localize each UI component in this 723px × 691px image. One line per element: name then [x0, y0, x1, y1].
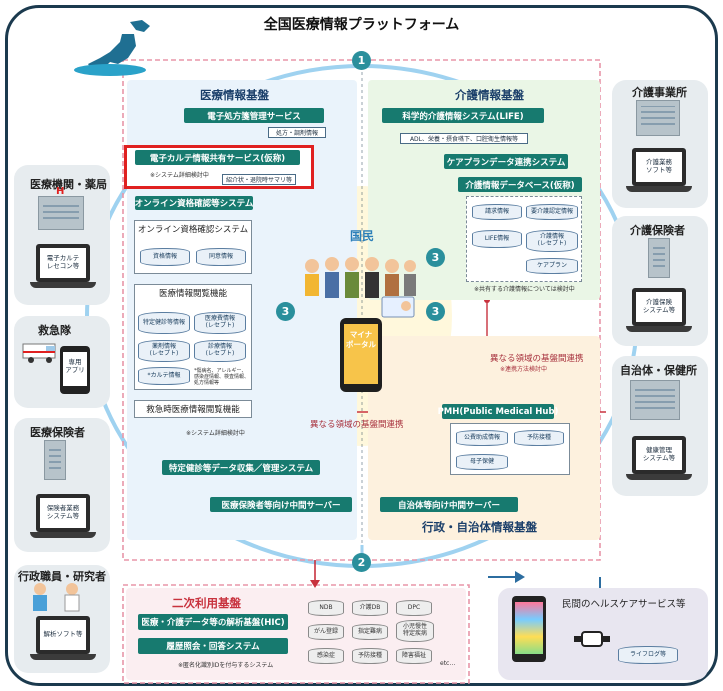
care-db-note: ※共有する介護情報については検討中	[474, 286, 575, 293]
viewing-cyl-3: 薬剤情報 (レセプト)	[138, 340, 190, 362]
e-rx-bar: 電子処方箋管理サービス	[184, 108, 324, 123]
ekarte-laptop-text: 電子カルテ レセコン等	[40, 248, 86, 278]
municipal-server-bar: 自治体等向け中間サーバー	[380, 497, 518, 512]
ems-app-text: 専用 アプリ	[63, 352, 87, 386]
mynumber-card-icon	[381, 296, 415, 318]
care-insurer-laptop-icon: 介護保険 システム等	[626, 288, 692, 334]
oc-cyl-2: 同意情報	[196, 248, 246, 266]
care-title: 介護情報基盤	[455, 88, 524, 102]
emergency-box	[134, 400, 252, 418]
emergency-title: 救急時医療情報閲覧機能	[146, 405, 240, 415]
db-disability: 障害福祉	[396, 648, 432, 664]
ekarte-tag: 紹介状・退院時サマリ等	[222, 174, 296, 185]
care-cyl-4: 介護情報 (レセプト)	[526, 230, 578, 252]
viewing-cyl-2: 医療費情報 (レセプト)	[194, 312, 246, 334]
hospital-h-icon: H	[56, 186, 65, 197]
step-1-badge: 1	[352, 51, 371, 70]
viewing-box-title: 医療情報閲覧機能	[158, 289, 227, 299]
db-intractable: 指定難病	[352, 624, 388, 640]
db-care: 介護DB	[352, 600, 388, 616]
citizens-icon	[305, 257, 416, 298]
page-title: 全国医療情報プラットフォーム	[263, 17, 460, 33]
cross-link-vertical: 異なる領域の基盤間連携	[490, 354, 584, 364]
ambulance-icon	[22, 343, 56, 363]
care-cyl-3: LIFE情報	[472, 230, 522, 248]
municipality-laptop-icon: 健康管理 システム等	[626, 436, 692, 482]
ekarte-note: ※システム詳細検討中	[150, 172, 209, 179]
oc-cyl-1: 資格情報	[140, 248, 190, 266]
insurer-laptop-icon: 保険者業務 システム等	[30, 494, 96, 540]
researchers-icon	[33, 583, 80, 612]
step-3-badge-left: 3	[276, 302, 295, 321]
care-provider-label: 介護事業所	[632, 86, 687, 99]
mynaportal-screen[interactable]: マイナ ポータル	[344, 324, 378, 384]
japan-map-icon	[74, 20, 150, 76]
care-facility-icon	[636, 100, 680, 136]
db-etc: etc…	[440, 660, 456, 667]
pmh-cyl-2: 予防接種	[514, 430, 564, 446]
analysis-laptop-icon: 解析ソフト等	[30, 616, 96, 662]
step-2-badge: 2	[352, 553, 371, 572]
care-laptop-icon: 介護業務 ソフト等	[626, 148, 692, 194]
insurer-label: 医療保険者	[30, 426, 85, 439]
viewing-cyl-5: *カルテ情報	[138, 367, 190, 385]
hospital-icon	[38, 196, 84, 230]
secondary-title: 二次利用基盤	[172, 596, 241, 610]
step-3-badge-right: 3	[426, 302, 445, 321]
admin-researcher-label: 行政職員・研究者	[18, 570, 106, 583]
private-title: 民間のヘルスケアサービス等	[562, 599, 686, 610]
ekarte-bar: 電子カルテ情報共有サービス(仮称)	[135, 150, 300, 165]
viewing-cyl-1: 特定健診等情報	[138, 312, 190, 334]
db-cancer: がん登録	[308, 624, 344, 640]
insurer-building-icon	[44, 440, 66, 480]
online-confirm-bar: オンライン資格確認等システム	[135, 196, 253, 210]
app-grid-icon	[515, 602, 543, 654]
e-rx-tag: 処方・調剤情報	[268, 127, 326, 138]
medical-title: 医療情報基盤	[200, 88, 269, 102]
emergency-note: ※システム詳細検討中	[186, 430, 245, 437]
municipality-building-icon	[630, 380, 680, 420]
municipality-label: 自治体・保健所	[620, 364, 697, 377]
pmh-cyl-1: 公費助成情報	[456, 430, 508, 446]
care-insurer-laptop-text: 介護保険 システム等	[636, 292, 682, 322]
cross-link-horizontal: 異なる領域の基盤間連携	[310, 420, 404, 430]
careplan-bar: ケアプランデータ連携システム	[444, 154, 568, 169]
db-vaccination: 予防接種	[352, 648, 388, 664]
viewing-cyl-4: 診療情報 (レセプト)	[194, 340, 246, 362]
viewing-note: *傷病名、アレルギー、感染症情報、検査情報、処方情報等	[194, 368, 250, 386]
care-cyl-2: 要介護認定情報	[526, 204, 578, 220]
care-db-bar: 介護情報データベース(仮称)	[458, 177, 582, 192]
life-tag: ADL、栄養・摂食嚥下、口腔衛生情報等	[400, 133, 528, 144]
life-bar: 科学的介護情報システム(LIFE)	[382, 108, 544, 123]
db-pediatric: 小児慢性 特定疾病	[396, 620, 434, 642]
care-laptop-text: 介護業務 ソフト等	[636, 152, 682, 182]
checkup-bar: 特定健診等データ収集／管理システム	[162, 460, 320, 475]
ekarte-laptop-icon: 電子カルテ レセコン等	[30, 244, 96, 290]
db-infection: 感染症	[308, 648, 344, 664]
people-label: 国民	[350, 229, 375, 243]
care-cyl-1: 請求情報	[472, 204, 522, 220]
wearable-icon	[574, 631, 610, 647]
reply-bar: 履歴照会・回答システム	[138, 638, 288, 654]
cross-link-vertical-note: ※連携方法検討中	[500, 366, 548, 373]
pmh-cyl-3: 母子保健	[456, 454, 508, 470]
care-insurer-label: 介護保険者	[630, 224, 685, 237]
admin-title: 行政・自治体情報基盤	[422, 520, 537, 534]
care-cyl-5: ケアプラン	[526, 258, 578, 274]
step-3-badge-right-top: 3	[426, 248, 445, 267]
db-ndb: NDB	[308, 600, 344, 616]
db-dpc: DPC	[396, 600, 432, 616]
secondary-note: ※匿名化識別IDを付与するシステム	[178, 662, 274, 669]
insurer-server-bar: 医療保険者等向け中間サーバー	[210, 497, 352, 512]
care-insurer-building-icon	[648, 238, 670, 278]
medical-institution-label: 医療機関・薬局	[30, 178, 107, 191]
ems-label: 救急隊	[38, 324, 71, 337]
municipality-laptop-text: 健康管理 システム等	[636, 440, 682, 470]
pmh-bar: PMH(Public Medical Hub)	[438, 404, 558, 419]
analysis-laptop-text: 解析ソフト等	[40, 620, 86, 650]
insurer-laptop-text: 保険者業務 システム等	[40, 498, 86, 528]
hic-bar: 医療・介護データ等の解析基盤(HIC)	[138, 614, 288, 630]
oc-box-title: オンライン資格確認システム	[137, 225, 249, 235]
lifelog-cyl: ライフログ等	[618, 646, 678, 664]
